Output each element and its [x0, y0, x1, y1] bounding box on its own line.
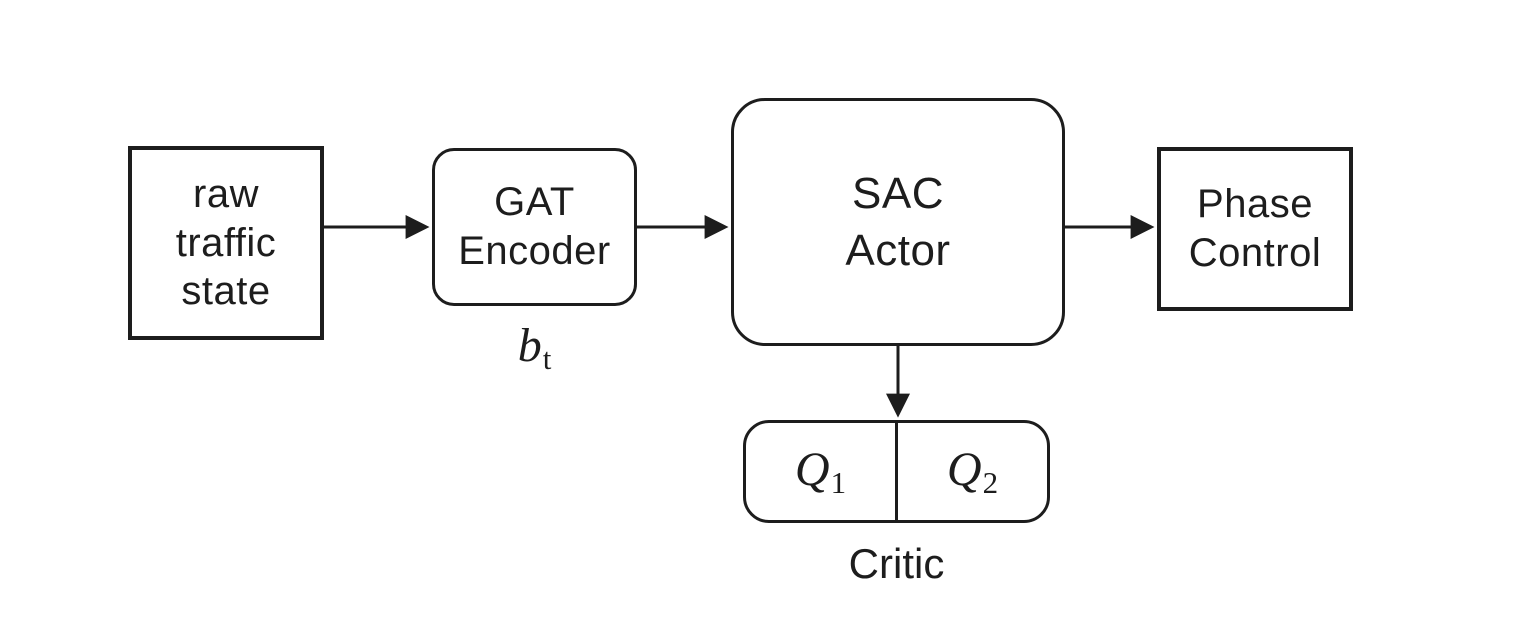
- q2-math-symbol: Q2: [946, 443, 999, 500]
- raw-traffic-state-label: raw traffic state: [175, 171, 277, 314]
- encoder-output-symbol: bt: [432, 319, 637, 376]
- q1-math-symbol: Q1: [794, 443, 847, 500]
- critic-q1-cell: Q1: [746, 423, 898, 520]
- critic-q2-cell: Q2: [898, 423, 1047, 520]
- node-raw-traffic-state: raw traffic state: [128, 146, 324, 340]
- node-sac-actor: SAC Actor: [731, 98, 1065, 346]
- phase-control-label: Phase Control: [1188, 182, 1322, 275]
- critic-caption: Critic: [848, 540, 945, 587]
- node-critic: Q1 Q2: [743, 420, 1050, 523]
- node-phase-control: Phase Control: [1157, 147, 1353, 311]
- b-t-math-symbol: bt: [517, 319, 552, 376]
- node-gat-encoder: GAT Encoder: [432, 148, 637, 306]
- gat-encoder-label: GAT Encoder: [458, 180, 611, 273]
- sac-actor-label: SAC Actor: [845, 168, 951, 275]
